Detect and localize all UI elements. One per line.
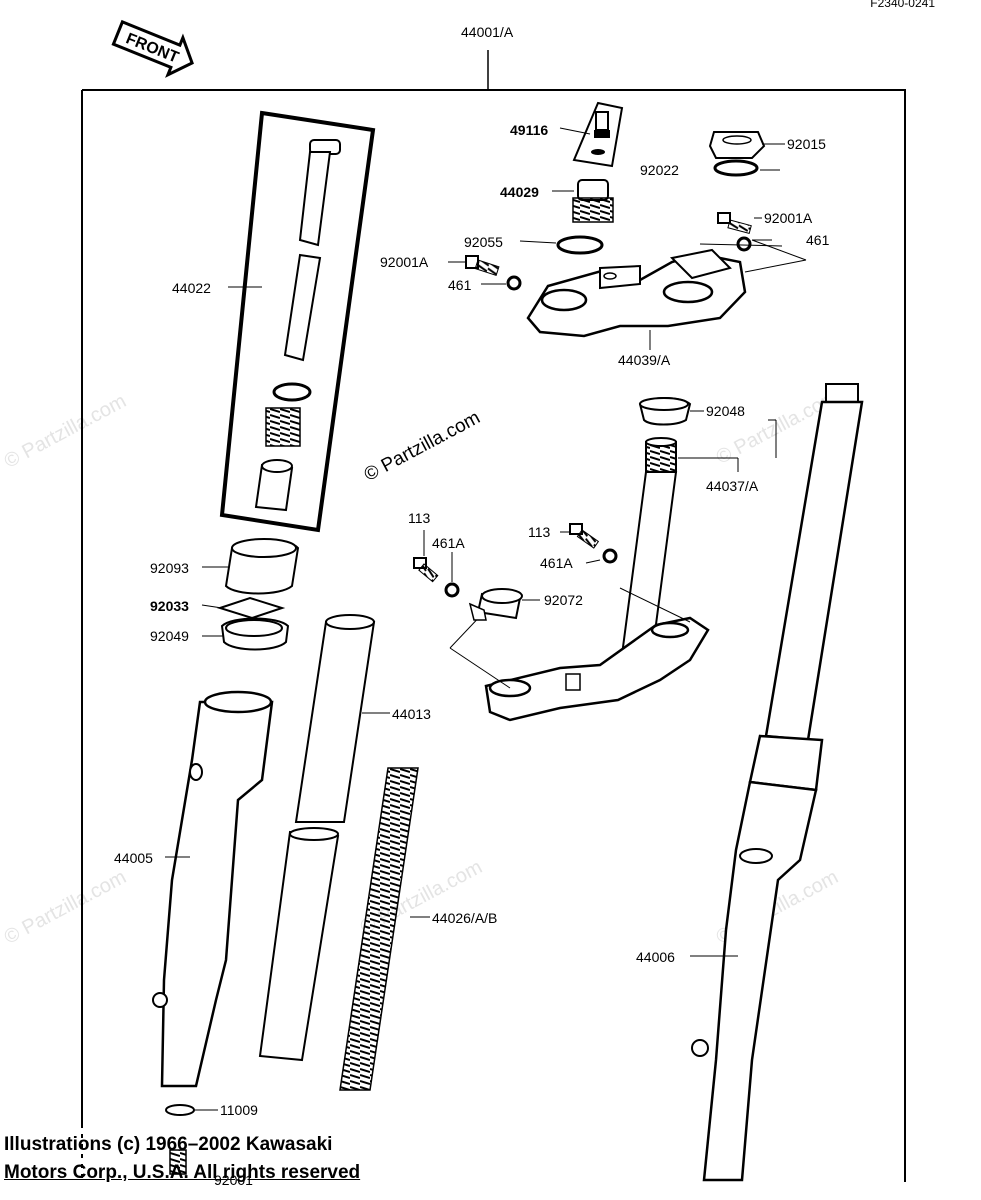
drawing-code: F2340-0241 [870,0,935,10]
part-label: 44013 [392,706,431,722]
part-label: 92001A [380,254,429,270]
part-label: 113 [408,510,431,526]
copyright-line-1: Illustrations (c) 1966–2002 Kawasaki [4,1134,333,1155]
assembly-label: 44001/A [461,24,514,40]
part-label: 92001A [764,210,813,226]
cap-bolt [572,179,614,223]
steering-stem [484,437,710,722]
part-label: 92048 [706,403,745,419]
washer [165,1104,195,1116]
part-label: 44037/A [706,478,759,494]
part-label: 461 [448,277,472,293]
part-label: 92015 [787,136,826,152]
upper-clamp [526,248,747,338]
part-label: 92093 [150,560,189,576]
part-label: 11009 [220,1102,258,1118]
part-label: 461A [432,535,465,551]
part-label: 49116 [510,122,549,138]
outer-tube-left [152,690,274,1088]
cable-clamp [468,588,523,621]
part-label: 92049 [150,628,189,644]
part-label: 113 [528,524,551,540]
part-label: 44026/A/B [432,910,498,926]
air-valve-box [572,101,624,168]
part-label: 92022 [640,162,679,178]
inner-tube [258,614,376,1062]
damper-kit-box [219,110,376,533]
part-label: 44039/A [618,352,671,368]
o-ring [556,235,604,255]
bolt [465,255,500,276]
copyright-line-2: Motors Corp., U.S.A. All rights reserved [4,1162,361,1183]
part-label: 461A [540,555,573,571]
part-label: 92033 [150,598,189,614]
bolt [717,212,752,235]
part-label: 44006 [636,949,675,965]
part-label: 92072 [544,592,583,608]
fork-spring [339,767,419,1091]
part-label: 461 [806,232,830,248]
part-label: 44022 [172,280,211,296]
drain-bolt [169,1149,187,1175]
fork-leg-right [691,383,864,1182]
front-arrow-icon: FRONT [111,19,194,78]
part-label: 92055 [464,234,503,250]
part-label: 92001 [214,1172,253,1188]
part-label: 44005 [114,850,153,866]
leader-lines [165,127,785,1111]
part-label: 44029 [500,184,539,200]
frame-border [82,89,906,1182]
